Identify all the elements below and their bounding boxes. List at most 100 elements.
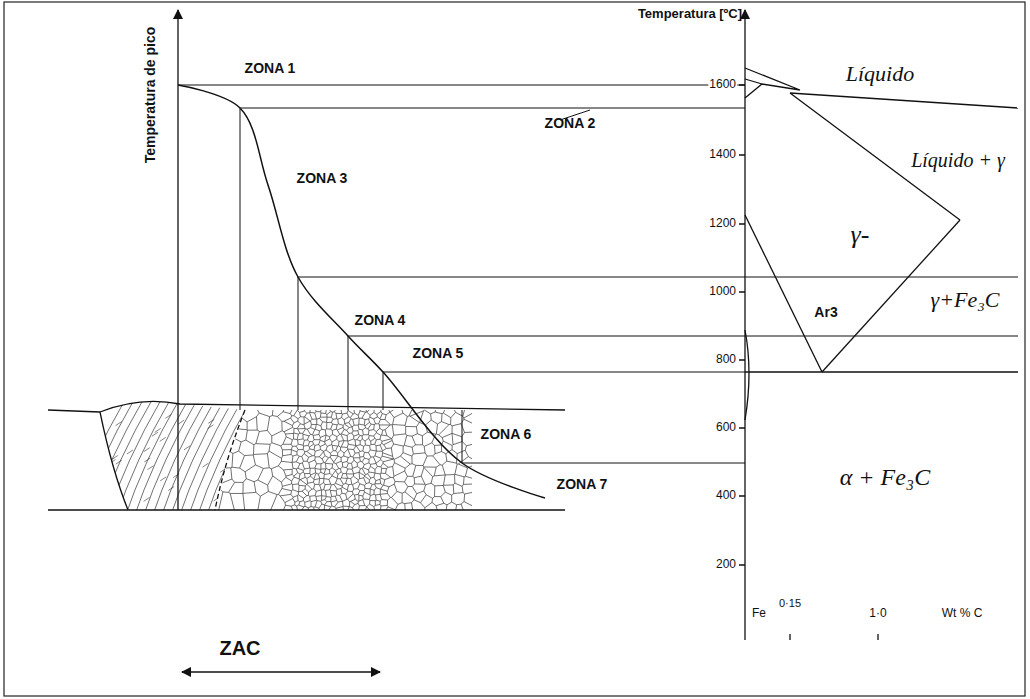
columnar-grains (70, 400, 296, 520)
zone-label: ZONA 2 (545, 115, 596, 131)
columnar-grain (160, 437, 166, 441)
axis-number: 1600 (708, 78, 737, 92)
eutectoid-line (745, 371, 1018, 372)
zone-acronym: ZAC (219, 637, 260, 660)
composition-ticks (790, 634, 878, 640)
peak-temperature-curve (178, 85, 545, 498)
zone-boundary-line (240, 108, 745, 109)
zone-label: ZONA 1 (245, 60, 296, 76)
zone-label: ZONA 3 (297, 170, 348, 186)
axis-number: 200 (715, 558, 737, 572)
columnar-grain (223, 400, 278, 520)
fusion-line (215, 410, 245, 510)
columnar-grain (142, 400, 197, 520)
columnar-grain (115, 400, 170, 520)
grain-structure (205, 410, 472, 510)
columnar-grain (178, 420, 184, 424)
zone-boundary-line (383, 372, 745, 373)
phase-label: Líquido + γ (911, 149, 1005, 172)
columnar-grain (202, 463, 208, 467)
columnar-grain (205, 400, 260, 520)
grain-boundaries (205, 410, 472, 510)
zone-label: ZONA 7 (557, 476, 608, 492)
columnar-grain (160, 477, 166, 481)
weld-fusion-left (100, 412, 128, 510)
columnar-grain (220, 468, 226, 472)
axis-ticks (739, 85, 745, 565)
phase-label: Líquido (846, 61, 914, 86)
axis-number: 0·15 (779, 597, 801, 610)
columnar-grain (241, 400, 296, 520)
columnar-grain (70, 400, 125, 520)
axis-number: 800 (715, 353, 737, 367)
phase-label: α + Fe₃C (840, 464, 930, 492)
columnar-grain (144, 448, 150, 452)
axis-number: 1200 (708, 217, 737, 231)
zone-drop-line (383, 372, 384, 410)
columnar-grain (178, 400, 233, 520)
peak-temperature-curve (178, 85, 545, 498)
zone-label: ZONA 5 (413, 345, 464, 361)
columnar-grain (214, 497, 220, 501)
zone-boundary-line (462, 463, 745, 464)
columnar-grain (184, 446, 190, 450)
columnar-grain (152, 432, 158, 436)
columnar-grain (196, 400, 251, 520)
columnar-grain (144, 497, 150, 501)
zone-boundary-line (348, 336, 1018, 337)
zone-drop-line (298, 277, 299, 410)
weld-bead-top (100, 401, 565, 412)
columnar-grain (169, 400, 224, 520)
columnar-grain (127, 450, 133, 454)
columnar-grain (214, 400, 269, 520)
zone-boundary-line (178, 85, 745, 86)
axis-number: 1·0 (869, 607, 886, 621)
zone-label: ZONA 6 (481, 426, 532, 442)
ferrite-solvus (745, 330, 749, 420)
axis-number: 1000 (708, 285, 737, 299)
zone-label: ZONA 4 (355, 312, 406, 328)
columnar-grain (88, 400, 143, 520)
liquidus-line (790, 93, 1018, 108)
columnar-grain (147, 466, 153, 470)
weld-mask (178, 409, 246, 511)
plate-bottom-line (48, 509, 565, 510)
axis-title: Temperatura [ºC] (638, 7, 742, 22)
axis-number: 1400 (708, 148, 737, 162)
zone-drop-line (240, 108, 241, 410)
columnar-grain (112, 455, 118, 459)
columnar-grain (79, 400, 134, 520)
line-label: Ar3 (814, 304, 837, 320)
phase-label: γ- (851, 220, 870, 250)
columnar-grain (144, 458, 150, 462)
zone-drop-line (348, 336, 349, 410)
columnar-grain (165, 414, 171, 418)
columnar-grain (232, 400, 287, 520)
axis-number: 600 (715, 421, 737, 435)
columnar-grain (208, 419, 214, 423)
temperature-axis (744, 10, 745, 640)
axis-number: 400 (715, 489, 737, 503)
columnar-grain (107, 468, 113, 472)
ar3-line (745, 215, 822, 372)
columnar-grain (133, 400, 188, 520)
phase-label: γ+Fe₃C (930, 287, 999, 312)
columnar-grain (168, 487, 174, 491)
frame-border (4, 2, 1025, 696)
zac-span-arrow (182, 671, 380, 672)
columnar-grain (124, 400, 179, 520)
zone-drop-line (462, 410, 463, 463)
columnar-grain (207, 425, 213, 429)
columnar-grain (224, 486, 230, 490)
columnar-grain (106, 400, 161, 520)
axis-title: Temperatura de pico (142, 27, 158, 164)
columnar-grain (187, 400, 242, 520)
zone-boundary-line (298, 277, 1018, 278)
plate-top-line (48, 410, 100, 412)
axis-label: Wt % C (942, 607, 983, 621)
columnar-grain (160, 400, 215, 520)
columnar-grain (116, 422, 122, 426)
columnar-grain (97, 400, 152, 520)
